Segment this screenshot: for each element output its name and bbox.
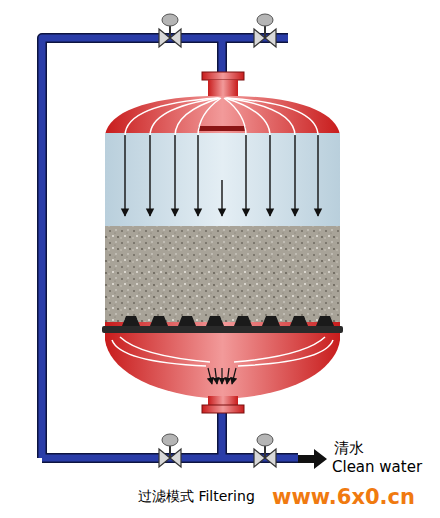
watermark: www.6x0.cn: [272, 486, 415, 509]
filter-media: [105, 226, 340, 322]
outlet-label-cn: 清水: [334, 440, 364, 457]
outlet-label-en: Clean water: [332, 459, 422, 476]
distributor: [198, 126, 246, 131]
valve: [159, 14, 181, 47]
valve: [254, 434, 276, 467]
flow-arrows: [125, 135, 318, 216]
inlet-neck: [208, 80, 238, 98]
water-layer: [105, 133, 340, 226]
valve: [159, 434, 181, 467]
flow-lines: [112, 337, 333, 366]
top-dome: [105, 96, 340, 135]
nozzle-plate: [102, 326, 343, 333]
outlet-arrow: [298, 449, 327, 469]
bottom-dome: [105, 322, 340, 398]
nozzles: [122, 316, 334, 326]
flange: [202, 72, 244, 80]
filter-tank: [102, 72, 343, 413]
flow-lines: [125, 98, 318, 136]
flange: [202, 405, 244, 413]
caption: 过滤模式 Filtering: [138, 489, 255, 504]
valve: [254, 14, 276, 47]
flow-arrows: [208, 368, 236, 384]
